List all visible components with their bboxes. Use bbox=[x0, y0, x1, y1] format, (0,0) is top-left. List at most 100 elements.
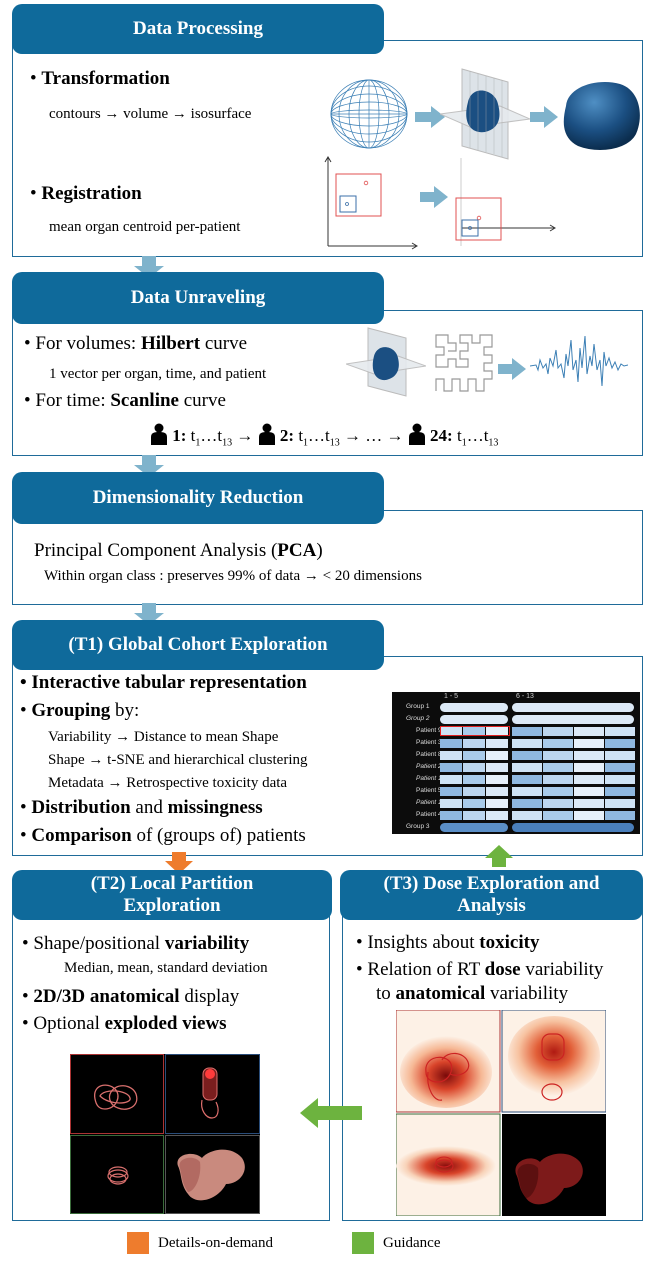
pca-desc: Within organ class : preserves 99% of da… bbox=[44, 568, 422, 584]
table-cell bbox=[574, 775, 604, 784]
table-cell bbox=[574, 739, 604, 748]
table-cell bbox=[486, 763, 508, 772]
table-group-bar bbox=[440, 715, 508, 724]
table-cell bbox=[605, 739, 635, 748]
legend-details-swatch bbox=[127, 1232, 149, 1254]
table-cell bbox=[512, 775, 542, 784]
table-row-label: Patient 11 bbox=[416, 775, 445, 782]
table-row[interactable]: Patient 4 bbox=[392, 810, 640, 821]
dimred-title: Dimensionality Reduction bbox=[92, 487, 304, 509]
table-row[interactable]: Patient 8 bbox=[392, 750, 640, 761]
table-cell bbox=[543, 739, 573, 748]
table-row-label: Group 2 bbox=[406, 715, 430, 722]
table-cell bbox=[574, 787, 604, 796]
table-cell bbox=[574, 799, 604, 808]
table-cell bbox=[440, 799, 462, 808]
t3-header: (T3) Dose Exploration and Analysis bbox=[340, 870, 643, 920]
registration-item: • Registration bbox=[30, 183, 142, 204]
transformation-item: • Transformation bbox=[30, 68, 170, 89]
table-row[interactable]: Patient 11 bbox=[392, 774, 640, 785]
legend-details-label: Details-on-demand bbox=[158, 1235, 273, 1251]
t2-title: (T2) Local Partition Exploration bbox=[90, 873, 254, 916]
t2-item-display: • 2D/3D anatomical display bbox=[22, 986, 240, 1007]
table-cell bbox=[486, 727, 508, 736]
registration-illustration bbox=[324, 156, 556, 250]
volumes-item: • For volumes: Hilbert curve bbox=[24, 333, 248, 354]
table-cell bbox=[543, 799, 573, 808]
table-cell bbox=[486, 751, 508, 760]
dimred-box bbox=[12, 510, 643, 605]
table-cell bbox=[463, 787, 485, 796]
table-row-label: Patient 4 bbox=[416, 811, 442, 818]
table-row-label: Patient 12 bbox=[416, 799, 446, 806]
table-col-header-2: 6 - 13 bbox=[516, 693, 534, 700]
table-group-bar bbox=[512, 823, 634, 832]
table-cell bbox=[486, 811, 508, 820]
isosurface-illustration bbox=[563, 82, 640, 150]
transform-arrow-1 bbox=[415, 106, 445, 133]
table-cell bbox=[605, 727, 635, 736]
person-icon bbox=[258, 423, 276, 450]
t3-panels[interactable] bbox=[395, 1009, 607, 1217]
table-group-bar bbox=[512, 715, 634, 724]
patient-sequence: 1: t1…t13 → 2: t1…t13 → … → 24: t1…t13 bbox=[150, 423, 498, 450]
unraveling-title: Data Unraveling bbox=[130, 287, 266, 309]
table-cell bbox=[574, 727, 604, 736]
person-icon bbox=[150, 423, 168, 450]
table-cell bbox=[486, 799, 508, 808]
table-row-label: Group 1 bbox=[406, 703, 430, 710]
t2-header: (T2) Local Partition Exploration bbox=[12, 870, 332, 920]
connector-arrow-3 bbox=[134, 603, 164, 630]
table-cell bbox=[512, 811, 542, 820]
table-cell bbox=[440, 751, 462, 760]
table-row-label: Patient 9 bbox=[416, 727, 442, 734]
table-cell bbox=[486, 787, 508, 796]
table-cell bbox=[463, 811, 485, 820]
t1-item-comparison: • Comparison of (groups of) patients bbox=[20, 825, 306, 846]
t2-panels[interactable] bbox=[70, 1054, 260, 1214]
table-cell bbox=[605, 787, 635, 796]
table-row-label: Patient 5 bbox=[416, 787, 442, 794]
processing-title: Data Processing bbox=[133, 18, 263, 40]
legend-guidance-label: Guidance bbox=[383, 1235, 441, 1251]
hilbert-curve-illustration bbox=[435, 334, 493, 392]
table-row[interactable]: Patient 5 bbox=[392, 786, 640, 797]
table-group-row[interactable]: Group 3 bbox=[392, 822, 640, 833]
table-row[interactable]: Patient 2 bbox=[392, 762, 640, 773]
table-row-label: Patient 2 bbox=[416, 763, 442, 770]
cohort-table[interactable]: 1 - 5 6 - 13 Group 1 Group 2 Patient 9 Pati… bbox=[392, 692, 640, 834]
t1-header: (T1) Global Cohort Exploration bbox=[12, 620, 384, 670]
table-group-bar bbox=[512, 703, 634, 712]
table-col-header-1: 1 - 5 bbox=[444, 693, 459, 700]
dimred-header: Dimensionality Reduction bbox=[12, 472, 384, 524]
table-cell bbox=[512, 799, 542, 808]
table-group-row[interactable]: Group 1 bbox=[392, 702, 640, 713]
table-cell bbox=[605, 763, 635, 772]
table-cell bbox=[463, 751, 485, 760]
table-cell bbox=[543, 751, 573, 760]
table-cell bbox=[440, 763, 462, 772]
time-item: • For time: Scanline curve bbox=[24, 390, 226, 411]
table-cell bbox=[512, 751, 542, 760]
t1-sub-shape: Shape → t-SNE and hierarchical clusterin… bbox=[48, 752, 308, 768]
t1-item-grouping: • Grouping by: bbox=[20, 700, 140, 721]
table-group-bar bbox=[440, 703, 508, 712]
table-group-bar bbox=[440, 823, 508, 832]
table-cell bbox=[463, 799, 485, 808]
table-row[interactable]: Patient 12 bbox=[392, 798, 640, 809]
t2-item-exploded: • Optional exploded views bbox=[22, 1013, 227, 1034]
table-cell bbox=[463, 727, 485, 736]
t3-item-relation-line2: to anatomical variability bbox=[376, 983, 569, 1004]
pca-line: Principal Component Analysis (PCA) bbox=[34, 540, 323, 561]
table-group-row[interactable]: Group 2 bbox=[392, 714, 640, 725]
legend-guidance-swatch bbox=[352, 1232, 374, 1254]
table-cell bbox=[440, 739, 462, 748]
unravel-arrow bbox=[498, 358, 526, 385]
t1-item-tabular: • Interactive tabular representation bbox=[20, 672, 307, 693]
table-row[interactable]: Patient 3 bbox=[392, 738, 640, 749]
table-cell bbox=[486, 775, 508, 784]
table-cell bbox=[574, 763, 604, 772]
table-cell bbox=[543, 775, 573, 784]
volumes-desc: 1 vector per organ, time, and patient bbox=[49, 366, 267, 382]
table-row[interactable]: Patient 9 bbox=[392, 726, 640, 737]
